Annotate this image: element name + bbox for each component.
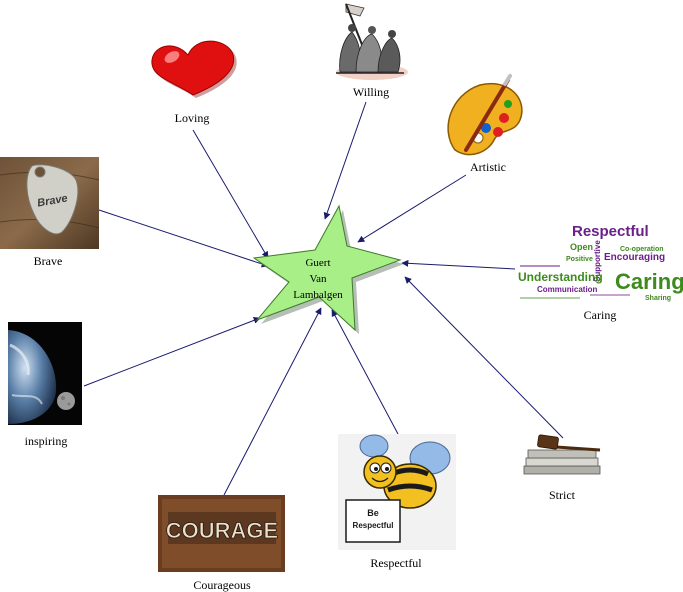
node-brave: Brave Brave	[0, 157, 100, 268]
arrow-inspiring	[83, 317, 261, 387]
flag-raising-icon	[336, 3, 408, 80]
node-willing: Willing	[336, 3, 408, 99]
node-courageous: COURAGE Courageous	[158, 495, 285, 592]
arrow-strict	[404, 276, 564, 439]
arrow-courageous	[223, 307, 322, 496]
cloud-word-caring: Caring	[615, 269, 683, 294]
word-cloud-icon: Respectful Open Co-operation Encouraging…	[518, 223, 683, 302]
cloud-word-sharing: Sharing	[645, 295, 671, 302]
cloud-word-positive: Positive	[566, 256, 593, 263]
center-star	[252, 204, 402, 332]
paint-palette-icon	[447, 74, 523, 156]
node-label-loving: Loving	[175, 111, 210, 125]
heart-icon	[151, 40, 237, 98]
node-caring: Respectful Open Co-operation Encouraging…	[518, 223, 683, 322]
node-label-courageous: Courageous	[193, 578, 251, 592]
cloud-word-communication: Communication	[537, 285, 598, 294]
arrow-respectful	[331, 309, 399, 435]
courage-text: COURAGE	[166, 518, 278, 543]
node-label-artistic: Artistic	[470, 160, 506, 174]
center-title-line-3: Lambalgen	[293, 289, 343, 301]
node-respectful: Be Respectful Respectful	[338, 434, 456, 570]
cloud-word-cooperation: Co-operation	[620, 246, 664, 253]
cloud-word-respectful: Respectful	[572, 223, 649, 240]
node-label-willing: Willing	[353, 85, 389, 99]
cloud-word-open: Open	[570, 242, 593, 252]
arrow-brave	[98, 209, 269, 268]
arrow-artistic	[357, 174, 467, 243]
connectors	[83, 101, 564, 496]
arrow-loving	[192, 129, 269, 259]
node-strict: Strict	[523, 434, 601, 502]
bee-icon: Be Respectful	[338, 434, 456, 550]
node-label-brave: Brave	[34, 254, 63, 268]
arrow-caring	[401, 259, 516, 270]
gavel-icon	[523, 434, 601, 475]
arrow-willing	[323, 101, 367, 220]
cloud-word-understanding: Understanding	[518, 270, 603, 284]
bee-sign-line-2: Respectful	[353, 521, 394, 530]
node-artistic: Artistic	[447, 74, 523, 174]
center-title-line-1: Guert	[305, 257, 330, 269]
brave-tag-text: Brave	[36, 192, 68, 209]
cloud-word-encouraging: Encouraging	[604, 252, 665, 263]
node-inspiring: inspiring	[8, 322, 82, 448]
node-loving: Loving	[151, 40, 237, 125]
courage-sign-icon: COURAGE	[158, 495, 285, 572]
cloud-word-supportive: Supportive	[593, 240, 602, 282]
brave-tag-icon: Brave	[0, 157, 100, 249]
node-label-caring: Caring	[584, 308, 617, 322]
bee-sign-line-1: Be	[367, 508, 379, 518]
node-label-strict: Strict	[549, 488, 576, 502]
center-title-line-2: Van	[309, 273, 327, 285]
center-node: Guert Van Lambalgen	[252, 204, 404, 334]
node-label-respectful: Respectful	[370, 556, 422, 570]
node-label-inspiring: inspiring	[25, 434, 68, 448]
earth-moon-icon	[8, 322, 82, 425]
